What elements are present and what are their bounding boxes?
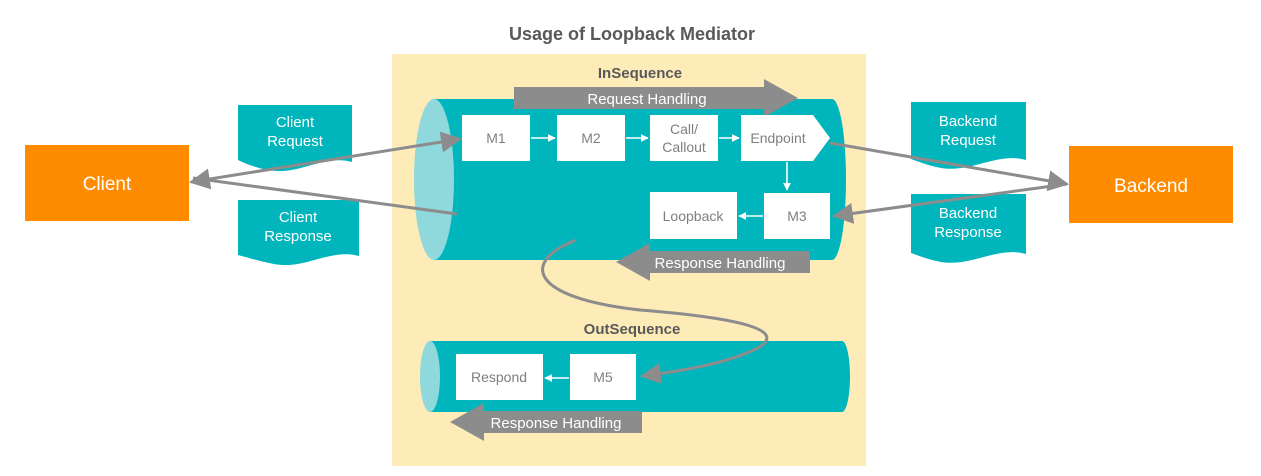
client-response-doc: Client Response <box>238 200 359 266</box>
mediator-m2: M2 <box>557 115 625 161</box>
client-request-doc: Client Request <box>238 105 352 172</box>
request-handling-arrow <box>514 79 798 117</box>
svg-text:Callout: Callout <box>662 139 706 155</box>
endpoint-box: Endpoint <box>741 115 830 161</box>
message-flow-arrows <box>188 131 1070 224</box>
svg-text:Call/: Call/ <box>670 121 698 137</box>
mediator-m5: M5 <box>570 354 636 400</box>
svg-text:Loopback: Loopback <box>663 208 725 224</box>
response-handling-label-in: Response Handling <box>655 255 786 272</box>
svg-text:M2: M2 <box>581 130 601 146</box>
svg-text:Response: Response <box>934 224 1002 241</box>
backend-box: Backend <box>1069 146 1233 223</box>
backend-response-doc: Backend Response <box>911 194 1026 263</box>
svg-text:Request: Request <box>940 132 997 149</box>
diagram-title: Usage of Loopback Mediator <box>509 24 755 44</box>
out-sequence-label: OutSequence <box>584 321 681 338</box>
svg-text:Respond: Respond <box>471 369 527 385</box>
svg-text:Client: Client <box>83 174 132 195</box>
svg-text:Request: Request <box>267 133 324 150</box>
response-handling-label-out: Response Handling <box>491 415 622 432</box>
svg-text:Client: Client <box>276 114 315 131</box>
svg-text:Backend: Backend <box>1114 176 1188 197</box>
mediator-m3: M3 <box>764 193 830 239</box>
mediator-call-callout: Call/ Callout <box>650 115 718 161</box>
svg-text:Endpoint: Endpoint <box>750 130 805 146</box>
mediator-m1: M1 <box>462 115 530 161</box>
svg-text:Client: Client <box>279 209 318 226</box>
loopback-connector <box>541 238 769 385</box>
svg-text:Response: Response <box>264 228 332 245</box>
svg-text:M3: M3 <box>787 208 807 224</box>
svg-text:M5: M5 <box>593 369 613 385</box>
mediator-flow-arrows <box>531 134 791 382</box>
svg-text:M1: M1 <box>486 130 506 146</box>
in-sequence-label: InSequence <box>598 65 682 82</box>
request-handling-label: Request Handling <box>587 91 706 108</box>
svg-text:Backend: Backend <box>939 113 997 130</box>
response-handling-arrow-out <box>450 403 642 441</box>
svg-text:Backend: Backend <box>939 205 997 222</box>
respond-mediator: Respond <box>456 354 543 400</box>
response-handling-arrow-in <box>616 243 810 281</box>
backend-request-doc: Backend Request <box>911 102 1026 169</box>
loopback-mediator: Loopback <box>650 192 737 239</box>
client-box: Client <box>25 145 189 221</box>
